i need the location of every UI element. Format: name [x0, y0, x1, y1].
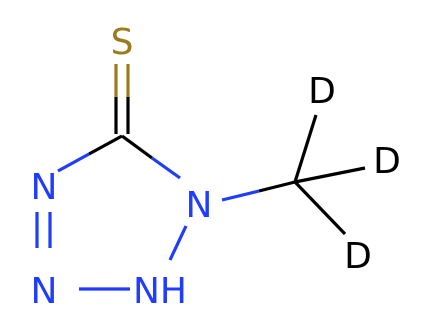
atom-n1: N — [186, 185, 213, 226]
bond-c-n1 — [121, 134, 181, 180]
bond-n4-n3-double — [35, 212, 52, 248]
atom-d-right: D — [373, 141, 401, 182]
bond-n1-cd3 — [221, 180, 296, 202]
atom-sulfur: S — [111, 22, 134, 63]
bond-c-s-double — [114, 64, 130, 134]
bond-c-d-bottom — [293, 180, 347, 236]
bond-c-n4 — [57, 134, 123, 173]
atom-d-bottom: D — [344, 236, 372, 277]
bond-c-d-top — [293, 114, 318, 183]
atom-n4: N — [31, 167, 58, 208]
atom-n2h: NH — [133, 271, 187, 312]
bond-n2-n1 — [168, 225, 188, 261]
bond-c-d-right — [294, 166, 366, 184]
atom-d-top: D — [308, 71, 336, 112]
atom-n3: N — [31, 271, 58, 312]
